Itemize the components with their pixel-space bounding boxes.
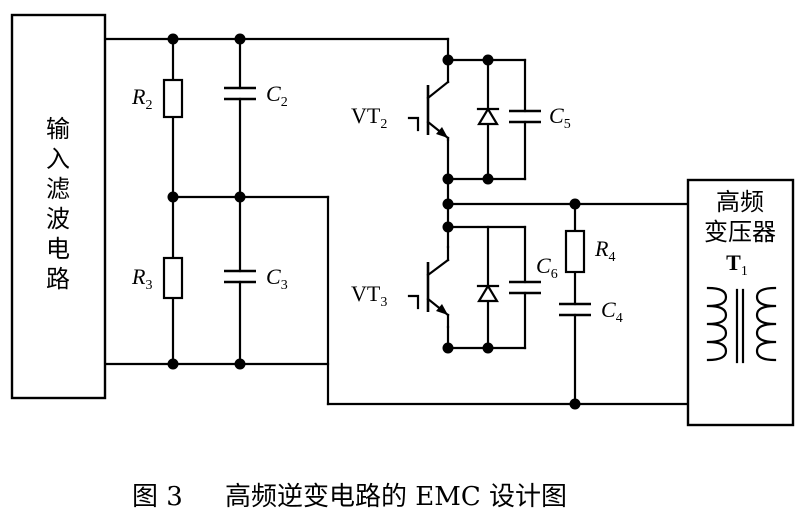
input-char-2: 滤 [46,175,70,203]
caption-figure-number: 图 3 [132,482,183,512]
primary-winding [706,286,728,362]
figure-caption: 图 3 高频逆变电路的 EMC 设计图 [132,482,567,512]
label-c2: C2 [266,81,288,110]
junction-dot [482,173,494,185]
input-char-1: 入 [46,145,70,173]
resistor-r4 [564,229,586,274]
input-filter-label: 输 入 滤 波 电 路 [46,115,70,293]
junction-dot [167,358,179,370]
junction-dot [234,33,246,45]
junction-dots [167,33,581,410]
capacitor-c5 [509,109,541,124]
resistor-r2 [162,78,184,119]
label-vt2: VT2 [351,103,387,132]
junction-dot [482,54,494,66]
label-c6: C6 [536,253,558,282]
label-c3: C3 [266,264,288,293]
input-char-3: 波 [46,205,70,233]
junction-dot [569,198,581,210]
diode-vt2 [476,106,500,126]
secondary-winding [755,286,777,362]
transformer-line1: 高频 [716,188,764,216]
junction-dot [442,342,454,354]
capacitor-c4 [559,302,591,317]
junction-dot [234,358,246,370]
junction-dot [442,221,454,233]
junction-dot [442,198,454,210]
wires [103,37,690,406]
capacitor-c2 [224,86,256,101]
resistor-r3 [162,256,184,300]
transformer-label: 高频 变压器 T1 [704,188,776,279]
input-filter-block [10,13,107,400]
junction-dot [234,191,246,203]
label-r3: R3 [131,264,152,293]
diode-vt3 [476,283,500,303]
transformer-block [686,178,795,427]
label-vt3: VT3 [351,281,387,310]
junction-dot [167,33,179,45]
capacitor-c6 [509,280,541,295]
junction-dot [569,398,581,410]
label-c5: C5 [549,103,571,132]
igbt-vt2 [407,58,450,142]
junction-dot [442,173,454,185]
junction-dot [482,342,494,354]
junction-dot [442,54,454,66]
transformer-ref: T1 [726,250,748,279]
transformer-windings [706,286,777,364]
input-char-0: 输 [46,115,70,143]
transformer-line2: 变压器 [704,218,776,246]
label-r4: R4 [594,236,615,265]
label-r2: R2 [131,84,152,113]
capacitor-c3 [224,269,256,284]
junction-dot [167,191,179,203]
input-char-4: 电 [46,235,70,263]
label-c4: C4 [601,297,623,326]
igbt-vt3 [407,245,450,329]
caption-title: 高频逆变电路的 EMC 设计图 [225,482,567,512]
input-char-5: 路 [46,265,70,293]
